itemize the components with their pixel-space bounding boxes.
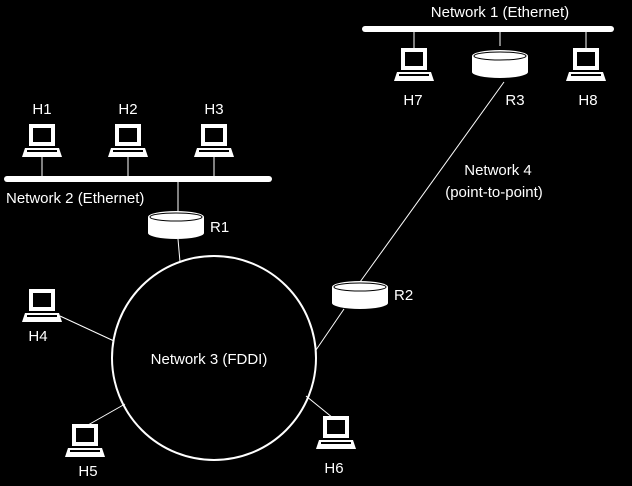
r3-label: R3 <box>505 92 524 109</box>
r3-router-icon <box>471 49 529 79</box>
r1-down-link <box>177 238 181 263</box>
network-2-label: Network 2 (Ethernet) <box>6 190 144 207</box>
h6-link <box>305 395 334 419</box>
h3-label: H3 <box>204 101 223 118</box>
r2-label: R2 <box>394 287 413 304</box>
h8-computer-icon <box>566 48 606 81</box>
r1-label: R1 <box>210 219 229 236</box>
r2-router-icon <box>331 280 389 310</box>
h5-label: H5 <box>78 463 97 480</box>
h5-computer-icon <box>65 424 105 457</box>
h4-link <box>59 315 115 342</box>
network-4-label-line2: (point-to-point) <box>445 184 543 201</box>
network-1-bus <box>362 26 614 32</box>
h7-label: H7 <box>403 92 422 109</box>
h2-computer-icon <box>108 124 148 157</box>
h7-computer-icon <box>394 48 434 81</box>
r2-ring-link <box>315 308 345 351</box>
h3-computer-icon <box>194 124 234 157</box>
h5-link <box>87 403 126 426</box>
h4-label: H4 <box>28 328 47 345</box>
h2-label: H2 <box>118 101 137 118</box>
network-2-bus <box>4 176 272 182</box>
h1-label: H1 <box>32 101 51 118</box>
network-4-label-line1: Network 4 <box>464 162 532 179</box>
h8-label: H8 <box>578 92 597 109</box>
network-3-label: Network 3 (FDDI) <box>151 351 268 368</box>
h6-computer-icon <box>316 416 356 449</box>
r1-router-icon <box>147 210 205 240</box>
h6-label: H6 <box>324 460 343 477</box>
h1-computer-icon <box>22 124 62 157</box>
network-4-link <box>359 81 505 283</box>
network-1-label: Network 1 (Ethernet) <box>431 4 569 21</box>
h4-computer-icon <box>22 289 62 322</box>
network-3-ring <box>111 255 317 461</box>
